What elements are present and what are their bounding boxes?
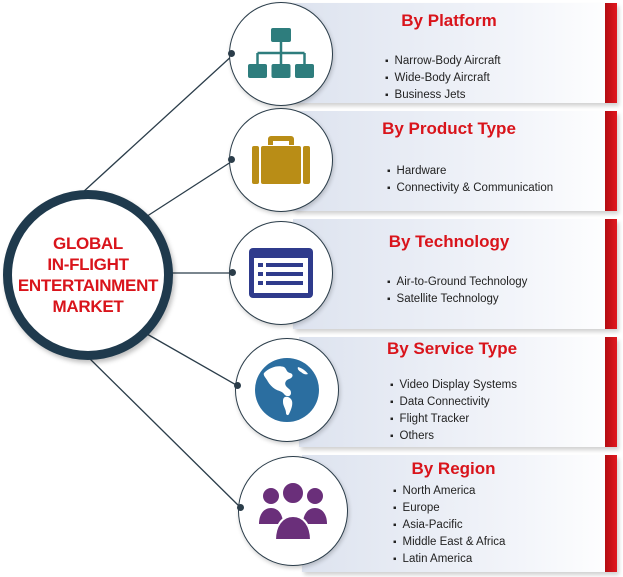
connector-line-platform (81, 53, 235, 194)
segment-title: By Service Type (386, 339, 518, 358)
list-item: Connectivity & Communication (387, 180, 554, 197)
list-item: Hardware (387, 163, 553, 180)
panel-accent-bar (605, 111, 617, 211)
list-item: Video Display Systems (390, 377, 517, 394)
connector-dot (234, 382, 241, 389)
panel-accent-bar (605, 3, 617, 103)
segment-panel-technology: By Technology Air-to-Ground Technology S… (293, 219, 617, 329)
list-item: North America (393, 483, 505, 500)
segment-icon-region (238, 456, 348, 566)
segment-icon-product-type (229, 108, 333, 212)
segment-panel-service-type: By Service Type Video Display Systems Da… (299, 337, 617, 447)
segment-title: By Product Type (382, 119, 516, 138)
list-item: Flight Tracker (390, 411, 517, 428)
connector-dot (237, 504, 244, 511)
connector-dot (228, 50, 235, 57)
list-item: Asia-Pacific (393, 517, 505, 534)
hub-line: IN-FLIGHT (47, 255, 129, 274)
segment-items: Air-to-Ground Technology Satellite Techn… (387, 274, 528, 308)
segment-items: Hardware Connectivity & Communication (387, 163, 554, 197)
list-item: Narrow-Body Aircraft (385, 53, 501, 70)
hierarchy-icon (248, 28, 314, 78)
list-item: Data Connectivity (390, 394, 517, 411)
list-item: Europe (393, 500, 505, 517)
hub-line: GLOBAL (53, 234, 123, 253)
segment-icon-technology (229, 221, 333, 325)
connector-dot (228, 156, 235, 163)
list-item: Business Jets (385, 87, 501, 104)
hub-line: ENTERTAINMENT (17, 276, 159, 295)
hub-line: MARKET (52, 297, 124, 316)
segment-icon-service-type (235, 338, 339, 442)
people-group-icon (259, 481, 327, 541)
list-item: Satellite Technology (387, 291, 527, 308)
segment-title: By Region (411, 459, 496, 478)
connector-line-product (137, 159, 235, 223)
list-item: Middle East & Africa (393, 534, 506, 551)
segment-title: By Platform (401, 11, 497, 30)
segment-items: North America Europe Asia-Pacific Middle… (393, 483, 506, 568)
market-hub: GLOBAL IN-FLIGHT ENTERTAINMENT MARKET (3, 190, 173, 360)
briefcase-icon (252, 136, 310, 184)
segment-items: Video Display Systems Data Connectivity … (390, 377, 517, 445)
list-item: Air-to-Ground Technology (387, 274, 528, 291)
segment-items: Narrow-Body Aircraft Wide-Body Aircraft … (385, 53, 501, 104)
globe-icon (255, 358, 319, 422)
connector-line-region (85, 354, 242, 509)
segment-icon-platform (229, 2, 333, 106)
hub-title: GLOBAL IN-FLIGHT ENTERTAINMENT MARKET (17, 233, 159, 317)
segment-panel-region: By Region North America Europe Asia-Paci… (302, 455, 617, 572)
list-window-icon (249, 248, 313, 298)
segment-panel-product-type: By Product Type Hardware Connectivity & … (293, 111, 617, 211)
list-item: Others (390, 428, 517, 445)
list-item: Wide-Body Aircraft (385, 70, 501, 87)
list-item: Latin America (393, 551, 505, 568)
panel-accent-bar (605, 219, 617, 329)
connector-line-service (139, 329, 239, 387)
connector-dot (229, 269, 236, 276)
panel-accent-bar (605, 337, 617, 447)
segment-panel-platform: By Platform Narrow-Body Aircraft Wide-Bo… (293, 3, 617, 103)
panel-accent-bar (605, 455, 617, 572)
segment-title: By Technology (388, 232, 510, 251)
